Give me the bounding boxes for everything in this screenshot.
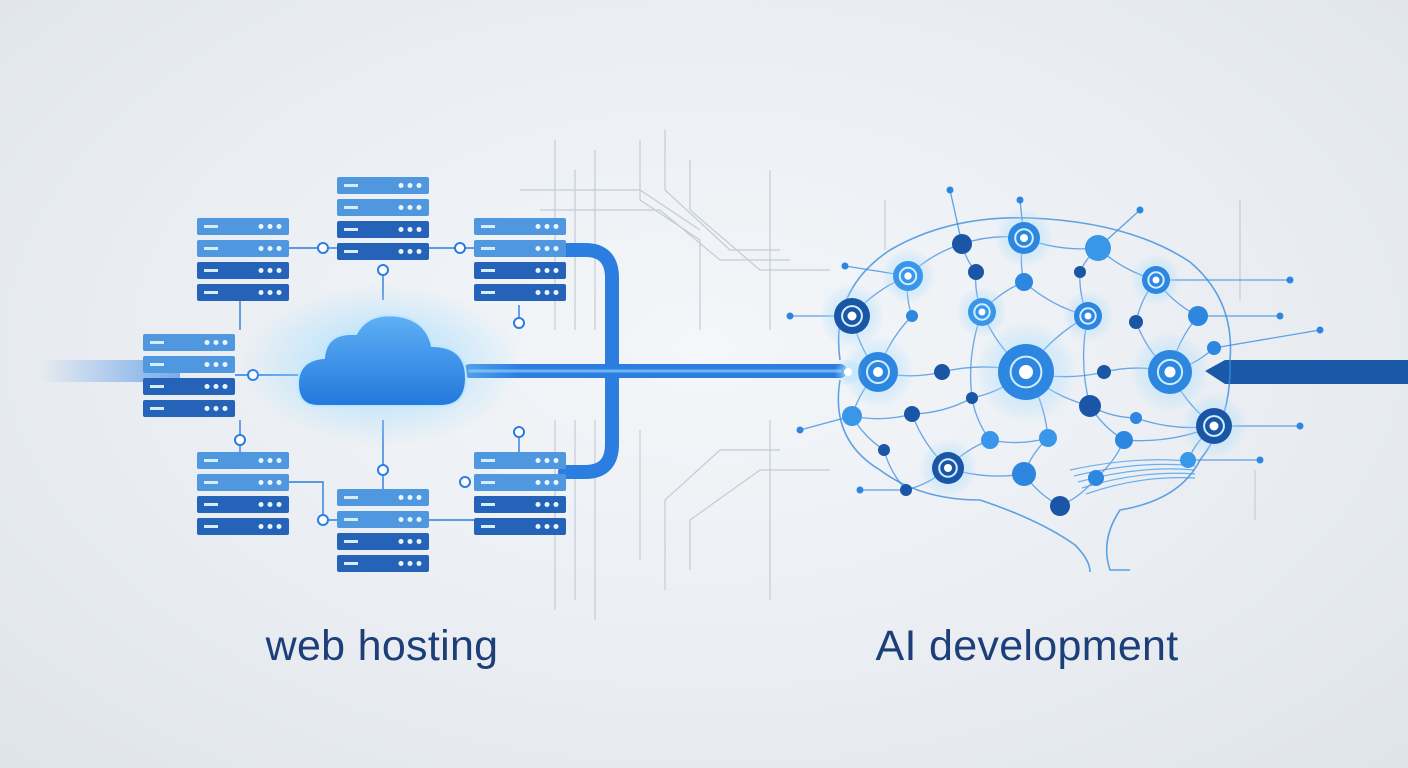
neural-node bbox=[1074, 266, 1086, 278]
neural-brain-icon bbox=[786, 186, 1324, 573]
neural-node bbox=[966, 392, 978, 404]
server-rack-icon bbox=[143, 334, 235, 417]
neural-node bbox=[1079, 395, 1101, 417]
neural-node bbox=[906, 310, 918, 322]
neural-node bbox=[981, 431, 999, 449]
neural-node bbox=[1050, 496, 1070, 516]
server-rack-icon bbox=[474, 452, 566, 535]
neural-node bbox=[1012, 462, 1036, 486]
outgoing-data-beam bbox=[1205, 360, 1408, 384]
neural-node bbox=[968, 264, 984, 280]
neural-node bbox=[1085, 235, 1111, 261]
neural-node bbox=[1115, 431, 1133, 449]
neural-node bbox=[1180, 452, 1196, 468]
ai-development-label: AI development bbox=[875, 622, 1179, 670]
web-hosting-label: web hosting bbox=[265, 622, 499, 670]
cloud-icon bbox=[242, 285, 522, 445]
circuit-traces bbox=[520, 130, 1256, 620]
server-rack-icon bbox=[337, 177, 429, 260]
neural-node bbox=[1088, 470, 1104, 486]
neural-node bbox=[934, 364, 950, 380]
neural-node bbox=[952, 234, 972, 254]
neural-node bbox=[1039, 429, 1057, 447]
neural-node bbox=[900, 484, 912, 496]
neural-node bbox=[842, 406, 862, 426]
server-rack-icon bbox=[474, 218, 566, 301]
neural-node bbox=[1097, 365, 1111, 379]
server-rack-icon bbox=[197, 452, 289, 535]
neural-node bbox=[1015, 273, 1033, 291]
neural-node bbox=[1130, 412, 1142, 424]
neural-node bbox=[1129, 315, 1143, 329]
data-pipe bbox=[463, 243, 847, 479]
neural-node bbox=[878, 444, 890, 456]
neural-node bbox=[1207, 341, 1221, 355]
server-rack-icon bbox=[337, 489, 429, 572]
neural-node bbox=[904, 406, 920, 422]
server-rack-icon bbox=[197, 218, 289, 301]
neural-node bbox=[1188, 306, 1208, 326]
server-racks bbox=[143, 177, 566, 572]
